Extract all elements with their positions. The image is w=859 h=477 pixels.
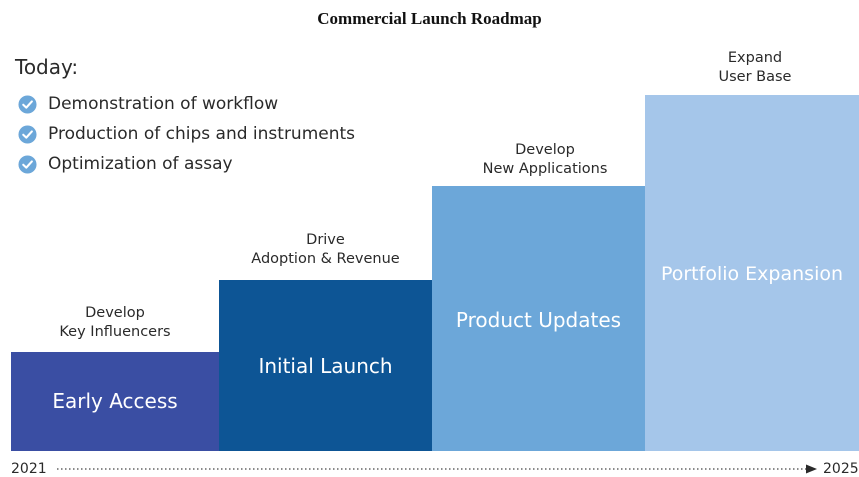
step-caption-line: Key Influencers (59, 324, 171, 340)
step-portfolio-expansion: Portfolio Expansion (645, 95, 859, 451)
step-label: Initial Launch (258, 354, 393, 378)
today-item-label: Production of chips and instruments (48, 124, 356, 144)
today-list: Demonstration of workflow Production of … (18, 89, 355, 179)
page-title: Commercial Launch Roadmap (317, 9, 542, 28)
step-caption-line: Drive (306, 232, 345, 248)
step-caption: Expand User Base (675, 49, 835, 87)
step-early-access: Early Access (11, 352, 219, 451)
step-caption-line: Adoption & Revenue (251, 251, 400, 267)
step-product-updates: Product Updates (432, 186, 645, 451)
step-label: Portfolio Expansion (660, 263, 844, 285)
today-item: Production of chips and instruments (18, 119, 355, 149)
check-circle-icon (18, 154, 37, 174)
step-caption-line: New Applications (482, 161, 608, 177)
step-label: Product Updates (455, 308, 622, 332)
step-caption-line: User Base (718, 69, 792, 85)
today-item: Optimization of assay (18, 149, 355, 179)
today-item-label: Optimization of assay (48, 154, 233, 174)
step-caption-line: Expand (727, 50, 783, 66)
timeline-end-label: 2025 (823, 461, 859, 477)
today-item: Demonstration of workflow (18, 89, 355, 119)
step-caption: Develop Key Influencers (11, 304, 219, 342)
check-circle-icon (18, 124, 37, 144)
step-label: Early Access (52, 389, 178, 413)
today-item-label: Demonstration of workflow (48, 94, 279, 114)
step-initial-launch: Initial Launch (219, 280, 432, 451)
step-caption: Develop New Applications (432, 141, 658, 179)
step-caption-line: Develop (515, 142, 575, 158)
step-caption: Drive Adoption & Revenue (219, 231, 432, 269)
today-heading: Today: (15, 55, 79, 79)
timeline-start-label: 2021 (11, 461, 47, 477)
check-circle-icon (18, 94, 37, 114)
step-caption-line: Develop (85, 305, 145, 321)
